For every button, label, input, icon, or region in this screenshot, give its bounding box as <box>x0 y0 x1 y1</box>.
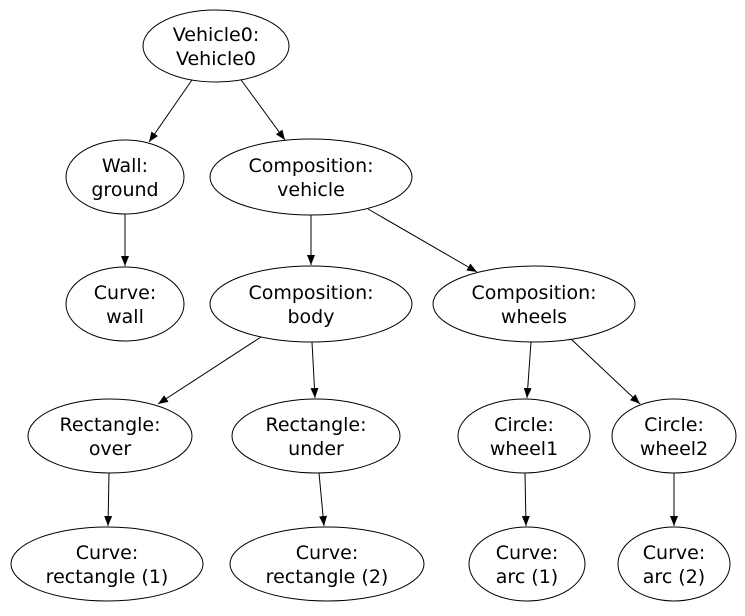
node-wall-ground: Wall: ground <box>65 139 185 215</box>
node-composition-vehicle: Composition: vehicle <box>209 138 413 216</box>
node-wall-ground-label-line1: Wall: <box>102 155 148 177</box>
node-rectangle-under-shape <box>231 398 401 474</box>
node-rectangle-under-label-line1: Rectangle: <box>265 414 366 436</box>
node-vehicle0-label-line1: Vehicle0: <box>173 24 259 46</box>
node-curve-rectangle-1-shape <box>10 526 204 602</box>
node-layer: Vehicle0: Vehicle0 Wall: ground Composit… <box>10 9 737 602</box>
edge-composition-wheels-to-circle-wheel2 <box>570 338 641 405</box>
node-circle-wheel1-label-line2: wheel1 <box>490 438 558 460</box>
node-circle-wheel2-shape <box>611 398 737 474</box>
node-composition-body-label-line2: body <box>288 306 335 328</box>
node-curve-rectangle-1-label-line1: Curve: <box>76 542 138 564</box>
node-curve-rectangle-2-label-line1: Curve: <box>296 542 358 564</box>
node-composition-vehicle-label-line2: vehicle <box>277 179 345 201</box>
node-curve-rectangle-2-shape <box>229 526 425 602</box>
node-curve-rectangle-2-label-line2: rectangle (2) <box>266 566 389 588</box>
node-curve-rectangle-1: Curve: rectangle (1) <box>10 526 204 602</box>
node-curve-wall-shape <box>65 266 185 342</box>
node-composition-vehicle-shape <box>209 138 413 216</box>
node-curve-arc-1: Curve: arc (1) <box>468 526 586 602</box>
node-wall-ground-shape <box>65 139 185 215</box>
node-rectangle-over-label-line2: over <box>89 438 132 460</box>
node-composition-body-label-line1: Composition: <box>248 282 373 304</box>
node-composition-vehicle-label-line1: Composition: <box>248 155 373 177</box>
node-composition-body: Composition: body <box>209 265 413 343</box>
node-composition-wheels-label-line2: wheels <box>501 306 567 328</box>
node-circle-wheel1-shape <box>457 398 591 474</box>
node-rectangle-over-shape <box>27 398 193 474</box>
edge-vehicle0-to-composition-vehicle <box>238 76 286 141</box>
node-rectangle-over-label-line1: Rectangle: <box>59 414 160 436</box>
node-curve-rectangle-2: Curve: rectangle (2) <box>229 526 425 602</box>
edge-layer <box>104 76 678 527</box>
node-curve-arc-2: Curve: arc (2) <box>617 526 731 602</box>
edge-rectangle-over-to-curve-rectangle-1 <box>104 472 113 527</box>
edge-vehicle0-to-wall-ground <box>148 76 195 143</box>
node-curve-arc-2-label-line1: Curve: <box>643 542 705 564</box>
node-composition-wheels: Composition: wheels <box>432 265 636 343</box>
edge-composition-body-to-rectangle-under <box>310 341 319 399</box>
node-curve-wall-label-line1: Curve: <box>94 282 156 304</box>
node-wall-ground-label-line2: ground <box>91 179 158 201</box>
node-curve-arc-1-label-line1: Curve: <box>496 542 558 564</box>
node-rectangle-over: Rectangle: over <box>27 398 193 474</box>
node-circle-wheel1: Circle: wheel1 <box>457 398 591 474</box>
node-composition-body-shape <box>209 265 413 343</box>
node-curve-rectangle-1-label-line2: rectangle (1) <box>46 566 169 588</box>
node-composition-wheels-label-line1: Composition: <box>471 282 596 304</box>
edge-composition-vehicle-to-composition-wheels <box>367 208 478 273</box>
node-curve-arc-1-shape <box>468 526 586 602</box>
node-rectangle-under: Rectangle: under <box>231 398 401 474</box>
edge-composition-body-to-rectangle-over <box>157 336 262 405</box>
node-curve-arc-2-label-line2: arc (2) <box>643 566 705 588</box>
node-vehicle0: Vehicle0: Vehicle0 <box>142 9 290 83</box>
node-composition-wheels-shape <box>432 265 636 343</box>
node-rectangle-under-label-line2: under <box>288 438 344 460</box>
node-circle-wheel1-label-line1: Circle: <box>494 414 554 436</box>
edge-circle-wheel1-to-curve-arc-1 <box>521 472 530 527</box>
node-curve-arc-1-label-line2: arc (1) <box>496 566 558 588</box>
node-curve-wall: Curve: wall <box>65 266 185 342</box>
node-curve-wall-label-line2: wall <box>106 306 144 328</box>
node-vehicle0-shape <box>142 9 290 83</box>
node-vehicle0-label-line2: Vehicle0 <box>176 48 256 70</box>
node-circle-wheel2-label-line2: wheel2 <box>640 438 708 460</box>
node-circle-wheel2: Circle: wheel2 <box>611 398 737 474</box>
node-curve-arc-2-shape <box>617 526 731 602</box>
node-circle-wheel2-label-line1: Circle: <box>644 414 704 436</box>
edge-rectangle-under-to-curve-rectangle-2 <box>318 472 328 527</box>
edge-composition-wheels-to-circle-wheel1 <box>523 341 532 399</box>
